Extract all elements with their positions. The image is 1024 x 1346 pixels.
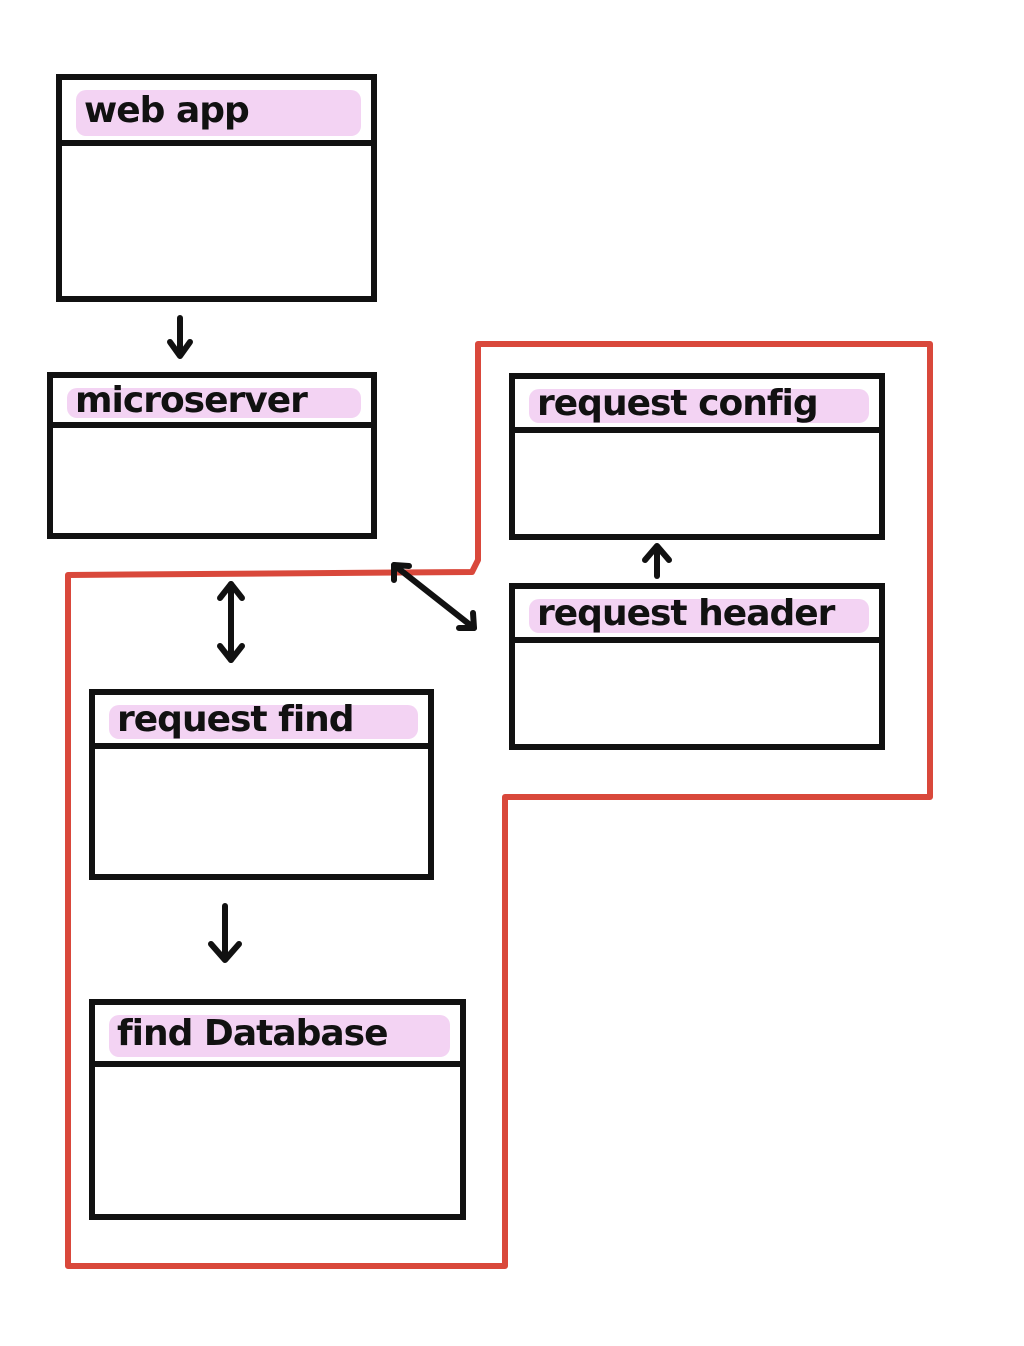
node-header: find Database	[95, 1005, 460, 1067]
header-highlight	[529, 389, 869, 423]
header-highlight	[109, 1015, 450, 1057]
header-highlight	[109, 705, 418, 739]
node-label: find Database	[117, 1012, 389, 1054]
node-web-app: web app	[56, 74, 377, 302]
arrow-find-to-database	[208, 903, 242, 963]
node-request-find: request find	[89, 689, 434, 880]
node-request-config: request config	[509, 373, 885, 540]
node-label: web app	[84, 89, 250, 131]
node-header: request config	[515, 379, 879, 433]
header-highlight	[529, 599, 869, 633]
node-label: request config	[537, 382, 819, 424]
node-label: microserver	[75, 379, 308, 421]
node-label: request header	[537, 592, 835, 634]
header-highlight	[76, 90, 361, 136]
node-header: web app	[62, 80, 371, 146]
node-find-database: find Database	[89, 999, 466, 1220]
node-label: request find	[117, 698, 355, 740]
arrow-webapp-to-microserver	[167, 315, 193, 359]
boundary-outline	[65, 341, 933, 1269]
arrow-header-to-config	[642, 543, 672, 579]
arrow-microserver-request-header	[391, 562, 477, 631]
header-highlight	[67, 388, 361, 418]
node-request-header: request header	[509, 583, 885, 750]
arrow-microserver-request-find	[217, 581, 245, 663]
node-microserver: microserver	[47, 372, 377, 539]
node-header: request find	[95, 695, 428, 749]
node-header: request header	[515, 589, 879, 643]
node-header: microserver	[53, 378, 371, 428]
